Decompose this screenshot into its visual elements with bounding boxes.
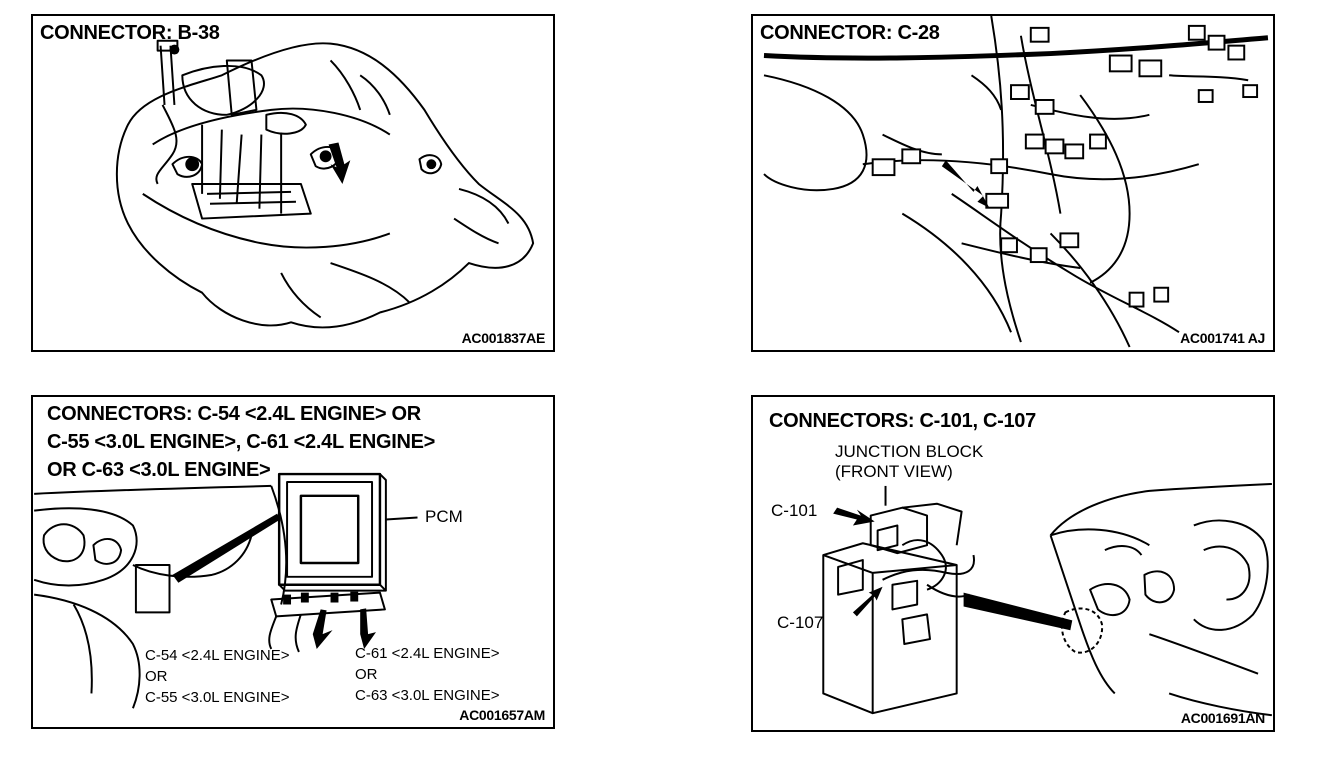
callout-line: C-61 <2.4L ENGINE>: [355, 645, 500, 662]
label-line: JUNCTION BLOCK: [835, 442, 984, 461]
junction-block-illustration: [822, 482, 1273, 717]
panel-connectors-junction-block: CONNECTORS: C-101, C-107 JUNCTION BLOCK …: [751, 395, 1275, 732]
panel-title: CONNECTORS: C-101, C-107: [769, 410, 1036, 432]
c107-label: C-107: [777, 613, 824, 632]
transmission-illustration: [115, 39, 535, 329]
pcm-label: PCM: [425, 507, 463, 526]
callout-line: C-55 <3.0L ENGINE>: [145, 689, 290, 706]
title-line: CONNECTORS: C-54 <2.4L ENGINE> OR: [47, 403, 421, 425]
panel-title: CONNECTORS: C-54 <2.4L ENGINE> OR C-55 <…: [47, 400, 435, 484]
junction-block-label: JUNCTION BLOCK (FRONT VIEW): [835, 442, 983, 482]
panel-connectors-pcm: CONNECTORS: C-54 <2.4L ENGINE> OR C-55 <…: [31, 395, 555, 729]
panel-connector-c28: CONNECTOR: C-28 AC001741 AJ: [751, 14, 1275, 352]
pcm-illustration: [33, 472, 418, 709]
callout-line: C-54 <2.4L ENGINE>: [145, 647, 290, 664]
panel-title: CONNECTOR: C-28: [760, 22, 940, 44]
dash-harness-illustration: [763, 16, 1269, 348]
figure-code: AC001837AE: [461, 330, 546, 346]
label-line: (FRONT VIEW): [835, 462, 953, 481]
title-line: OR C-63 <3.0L ENGINE>: [47, 459, 271, 481]
c101-label: C-101: [771, 501, 818, 520]
title-line: C-55 <3.0L ENGINE>, C-61 <2.4L ENGINE>: [47, 431, 436, 453]
callout-line: OR: [355, 666, 378, 683]
panel-title: CONNECTOR: B-38: [40, 22, 220, 44]
callout-c61-c63: C-61 <2.4L ENGINE> OR C-63 <3.0L ENGINE>: [355, 643, 500, 706]
figure-code: AC001657AM: [459, 707, 545, 723]
callout-line: OR: [145, 668, 168, 685]
figure-code: AC001691AN: [1180, 710, 1265, 726]
callout-line: C-63 <3.0L ENGINE>: [355, 687, 500, 704]
callout-c54-c55: C-54 <2.4L ENGINE> OR C-55 <3.0L ENGINE>: [145, 645, 290, 708]
figure-code: AC001741 AJ: [1180, 330, 1265, 346]
panel-connector-b38: CONNECTOR: B-38 AC001837AE: [31, 14, 555, 352]
